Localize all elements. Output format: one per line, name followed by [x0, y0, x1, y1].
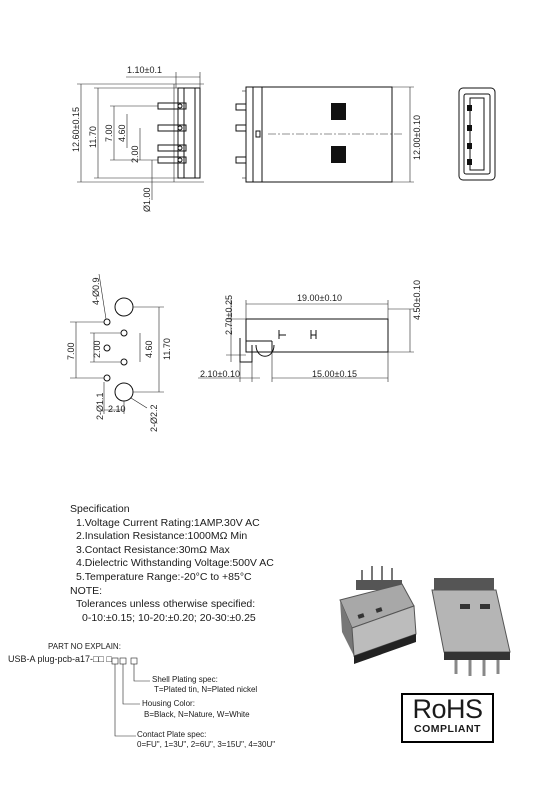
fp-dim-4-60: 4.60 — [144, 340, 154, 358]
spec-item-2: 2.Insulation Resistance:1000MΩ Min — [76, 530, 248, 543]
fp-dim-11-70: 11.70 — [162, 338, 172, 360]
dim-1-10: 1.10±0.1 — [127, 65, 162, 75]
dim-dia-1-00: Ø1.00 — [142, 187, 152, 212]
spec-item-5: 5.Temperature Range:-20°C to +85°C — [76, 570, 252, 583]
contact-label: Contact Plate spec: — [137, 730, 207, 739]
specification-block: Specification 1.Voltage Current Rating:1… — [70, 503, 320, 625]
housing-label: Housing Color: — [142, 699, 195, 708]
side-dim-19: 19.00±0.10 — [297, 293, 342, 303]
part-code: USB-A plug-pcb-a17-□□ □ — [8, 654, 112, 664]
spec-item-3: 3.Contact Resistance:30mΩ Max — [76, 543, 230, 556]
dim-12-60: 12.60±0.15 — [71, 107, 81, 152]
tolerance-line: Tolerances unless otherwise specified: — [76, 598, 256, 611]
pcb-footprint-drawing: 7.00 2.00 4.60 11.70 4-Ø0.9 2-Ø1.1 2.10 … — [66, 273, 172, 432]
fp-holes-2: 2-Ø1.1 — [95, 392, 105, 420]
spec-title: Specification — [70, 503, 130, 515]
spec-item-4: 4.Dielectric Withstanding Voltage:500V A… — [76, 557, 274, 570]
dim-12-00: 12.00±0.10 — [412, 115, 422, 160]
side-dim-15: 15.00±0.15 — [312, 369, 357, 379]
fp-dim-7-00: 7.00 — [66, 342, 76, 360]
contact-values: 0=FU", 1=3U", 2=6U", 3=15U", 4=30U" — [137, 740, 276, 749]
rohs-compliant-text: COMPLIANT — [414, 723, 481, 735]
rear-view-drawing: 1.10±0.1 12.60±0.15 11.70 7.00 4.60 2.00… — [71, 65, 204, 212]
rohs-logo-text: RoHS — [412, 694, 483, 724]
fp-holes-4: 4-Ø0.9 — [91, 277, 101, 305]
product-photo — [332, 556, 520, 682]
side-dim-2-70: 2.70±0.25 — [224, 295, 234, 335]
top-view-drawing: 12.00±0.10 — [235, 86, 422, 183]
part-leader-lines — [111, 657, 150, 737]
dim-11-70: 11.70 — [88, 126, 98, 148]
fp-dim-2-2: 2-Ø2.2 — [149, 404, 159, 432]
spec-item-1: 1.Voltage Current Rating:1AMP.30V AC — [76, 516, 260, 529]
rohs-logo: RoHS COMPLIANT — [401, 693, 494, 743]
housing-values: B=Black, N=Nature, W=White — [144, 710, 250, 719]
tolerance-values: 0-10:±0.15; 10-20:±0.20; 20-30:±0.25 — [82, 611, 256, 624]
side-dim-2-10: 2.10±0.10 — [200, 369, 240, 379]
part-title: PART NO EXPLAIN: — [48, 642, 121, 651]
front-view-drawing — [458, 87, 496, 181]
dim-7-00: 7.00 — [104, 124, 114, 142]
side-dim-4-50: 4.50±0.10 — [412, 280, 422, 320]
shell-label: Shell Plating spec: — [152, 675, 218, 684]
dim-4-60: 4.60 — [117, 124, 127, 142]
usb-plug-right — [431, 578, 511, 676]
side-profile-drawing: 19.00±0.10 4.50±0.10 2.70±0.25 2.10±0.10… — [198, 280, 422, 382]
shell-values: T=Plated tin, N=Plated nickel — [154, 685, 258, 694]
usb-plug-left — [339, 566, 417, 664]
note-label: NOTE: — [70, 584, 103, 597]
usb-plug-photo-illustration — [339, 566, 511, 676]
fp-dim-2-00: 2.00 — [92, 340, 102, 358]
fp-dim-2-10: 2.10 — [108, 404, 126, 414]
dim-2-00: 2.00 — [130, 145, 140, 163]
